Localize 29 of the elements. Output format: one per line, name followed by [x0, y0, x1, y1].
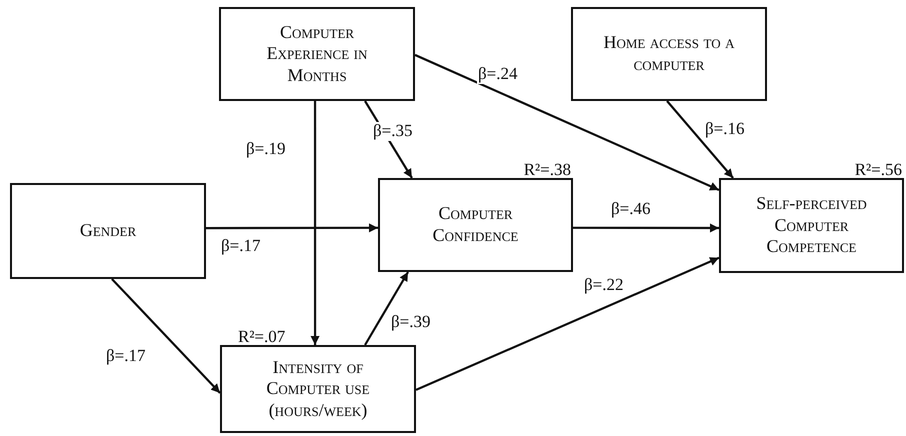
- arrow: [573, 223, 719, 232]
- variable-name: Home access to a computer: [602, 32, 736, 76]
- variable-box: [571, 7, 767, 101]
- variable-name: Intensity of Computer use (hours/week): [265, 356, 371, 422]
- edge-label: β=.22: [583, 276, 624, 295]
- edge-label: β=.16: [704, 120, 746, 139]
- edge-label: β=.17: [105, 347, 146, 366]
- variable-name: Computer Confidence: [432, 203, 520, 247]
- edge-label: β=.17: [220, 237, 262, 256]
- arrow: [666, 100, 734, 179]
- edge-label: β=.46: [610, 200, 652, 219]
- variable-box: [10, 183, 206, 279]
- edge-label: β=.19: [245, 140, 286, 159]
- edge-label: β=.39: [390, 313, 432, 332]
- variable-name: Self-perceived Computer Competence: [755, 193, 868, 258]
- arrow: [310, 101, 320, 345]
- arrow: [414, 54, 720, 191]
- arrow: [364, 271, 409, 346]
- variable-box: [219, 7, 415, 101]
- arrow: [111, 278, 221, 394]
- arrow: [206, 223, 378, 232]
- r-squared-label: R²=.38: [524, 160, 571, 180]
- r-squared-label: R²=.56: [854, 160, 902, 180]
- edge-label: β=.35: [372, 122, 414, 141]
- variable-name: Gender: [80, 220, 136, 242]
- arrow: [416, 256, 720, 391]
- variable-name: Computer Experience in Months: [266, 22, 368, 86]
- edge-label: β=.24: [477, 65, 518, 84]
- r-squared-label: R²=.07: [238, 326, 286, 347]
